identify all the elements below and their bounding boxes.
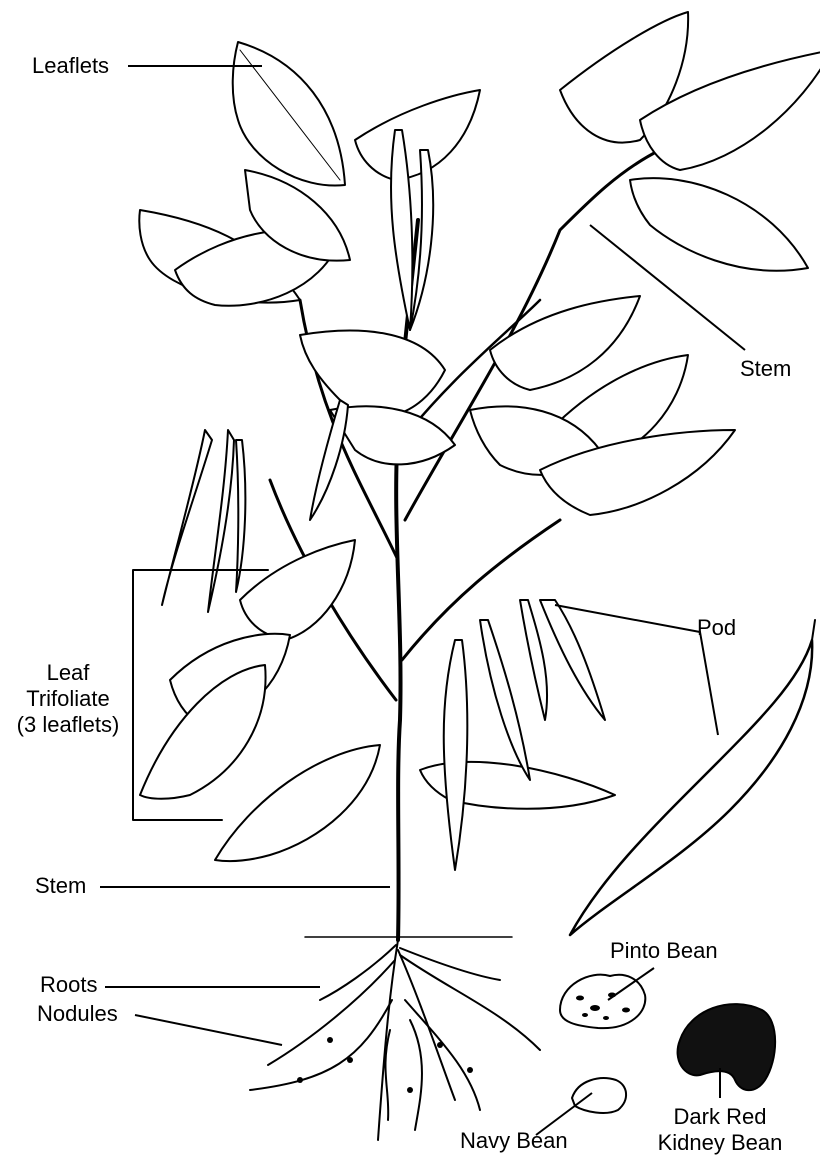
label-navy-bean: Navy Bean [460,1128,568,1154]
leader-nodules [135,1015,282,1045]
label-kidney-line2: Kidney Bean [645,1130,795,1156]
hanging-pod [540,600,605,720]
hanging-pod [444,640,468,870]
hanging-pod [520,600,547,720]
hanging-pod [162,430,212,605]
hanging-pod [208,430,234,612]
label-leaflets: Leaflets [32,53,109,79]
label-leaf-line3: (3 leaflets) [4,712,132,738]
label-roots: Roots [40,972,97,998]
leaflet [240,540,355,640]
label-leaf-line1: Leaf [4,660,132,686]
label-leaf-line2: Trifoliate [4,686,132,712]
kidney-bean [678,1004,776,1090]
label-pod: Pod [697,615,736,641]
label-pinto-bean: Pinto Bean [610,938,718,964]
label-stem-bottom: Stem [35,873,86,899]
leaflet [490,296,640,390]
label-kidney-line1: Dark Red [645,1104,795,1130]
leaflet [215,745,380,861]
navy-bean [572,1078,626,1113]
label-kidney-bean: Dark Red Kidney Bean [645,1104,795,1156]
leaflet [630,178,808,271]
leaflet [300,331,445,417]
label-nodules: Nodules [37,1001,118,1027]
hanging-pod [480,620,530,780]
roots [250,940,540,1140]
large-pod-tip [812,620,815,640]
large-pod [570,640,812,935]
hanging-pod [310,400,348,520]
label-leaf: Leaf Trifoliate (3 leaflets) [4,660,132,738]
label-stem-top: Stem [740,356,791,382]
main-stem [396,220,418,940]
leaflet [355,90,480,180]
